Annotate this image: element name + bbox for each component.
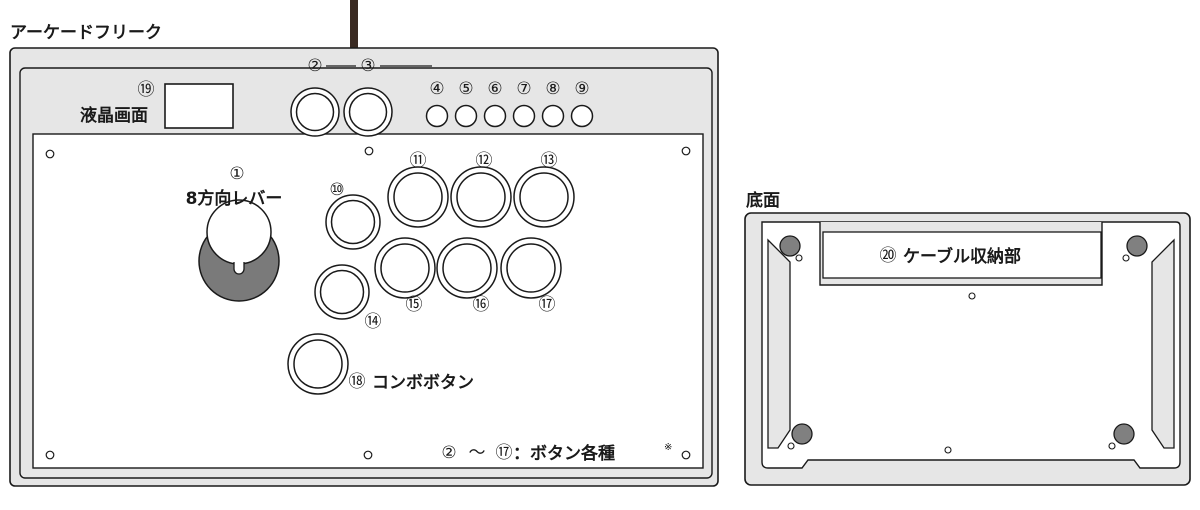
button-2[interactable]	[290, 87, 340, 137]
button-15[interactable]	[374, 237, 436, 299]
buttons-note-start: ②	[441, 443, 456, 463]
front-view-title: アーケードフリーク	[10, 23, 162, 43]
lcd-screen	[164, 83, 234, 129]
button-13[interactable]	[513, 166, 575, 228]
buttons-note-tilde: ～	[469, 443, 486, 463]
lever-label: 8方向レバー	[186, 188, 283, 209]
buttons-note-text: ：ボタン各種	[513, 443, 615, 464]
front-view: ⑲ 液晶画面 ② ③ ④ ⑤ ⑥ ⑦ ⑧ ⑨	[9, 0, 719, 487]
button-12-number: ⑫	[476, 151, 493, 171]
button-3[interactable]	[343, 87, 393, 137]
cable-label: ケーブル収納部	[903, 246, 1021, 267]
button-13-number: ⑬	[541, 151, 558, 171]
button-8[interactable]	[541, 104, 565, 128]
lcd-number: ⑲	[138, 80, 155, 100]
lever-shaft	[233, 262, 245, 275]
joystick-lever[interactable]	[198, 199, 280, 302]
button-15-number: ⑮	[406, 295, 423, 315]
lcd-label: 液晶画面	[80, 105, 148, 126]
button-14-number: ⑭	[365, 312, 382, 332]
button-11-number: ⑪	[410, 151, 427, 171]
button-14[interactable]	[314, 264, 370, 320]
button-17[interactable]	[500, 237, 562, 299]
cable-storage-lid	[822, 231, 1102, 279]
buttons-note-end: ⑰	[496, 443, 513, 463]
button-4[interactable]	[425, 104, 449, 128]
bottom-view-title: 底面	[746, 191, 780, 211]
button-10-number: ⑩	[329, 180, 344, 200]
rubber-feet	[779, 235, 1148, 445]
button-3-number: ③	[360, 56, 375, 76]
button-16-number: ⑯	[473, 295, 490, 315]
left-rail	[767, 238, 791, 449]
button-7[interactable]	[512, 104, 536, 128]
button-12[interactable]	[450, 166, 512, 228]
button-5-number: ⑤	[458, 79, 473, 99]
bottom-view: ⑳ ケーブル収納部	[744, 212, 1191, 486]
combo-label: コンボボタン	[372, 373, 474, 393]
cable-number: ⑳	[880, 246, 897, 266]
button-6-number: ⑥	[487, 79, 502, 99]
button-5[interactable]	[454, 104, 478, 128]
button-16[interactable]	[436, 237, 498, 299]
screw-holes	[45, 146, 691, 460]
buttons-note-mark: ※	[664, 442, 672, 453]
button-6[interactable]	[483, 104, 507, 128]
button-2-number: ②	[307, 56, 322, 76]
usb-cable	[350, 0, 358, 50]
button-9-number: ⑨	[574, 79, 589, 99]
right-rail	[1151, 238, 1175, 449]
button-10[interactable]	[325, 194, 381, 250]
button-4-number: ④	[429, 79, 444, 99]
combo-button[interactable]	[287, 333, 349, 395]
combo-number: ⑱	[349, 372, 366, 392]
button-8-number: ⑧	[545, 79, 560, 99]
button-11[interactable]	[387, 166, 449, 228]
button-17-number: ⑰	[539, 295, 556, 315]
bottom-screw-holes	[787, 254, 1130, 454]
lever-ball	[206, 199, 272, 265]
button-7-number: ⑦	[516, 79, 531, 99]
lever-number: ①	[229, 164, 244, 184]
button-9[interactable]	[570, 104, 594, 128]
